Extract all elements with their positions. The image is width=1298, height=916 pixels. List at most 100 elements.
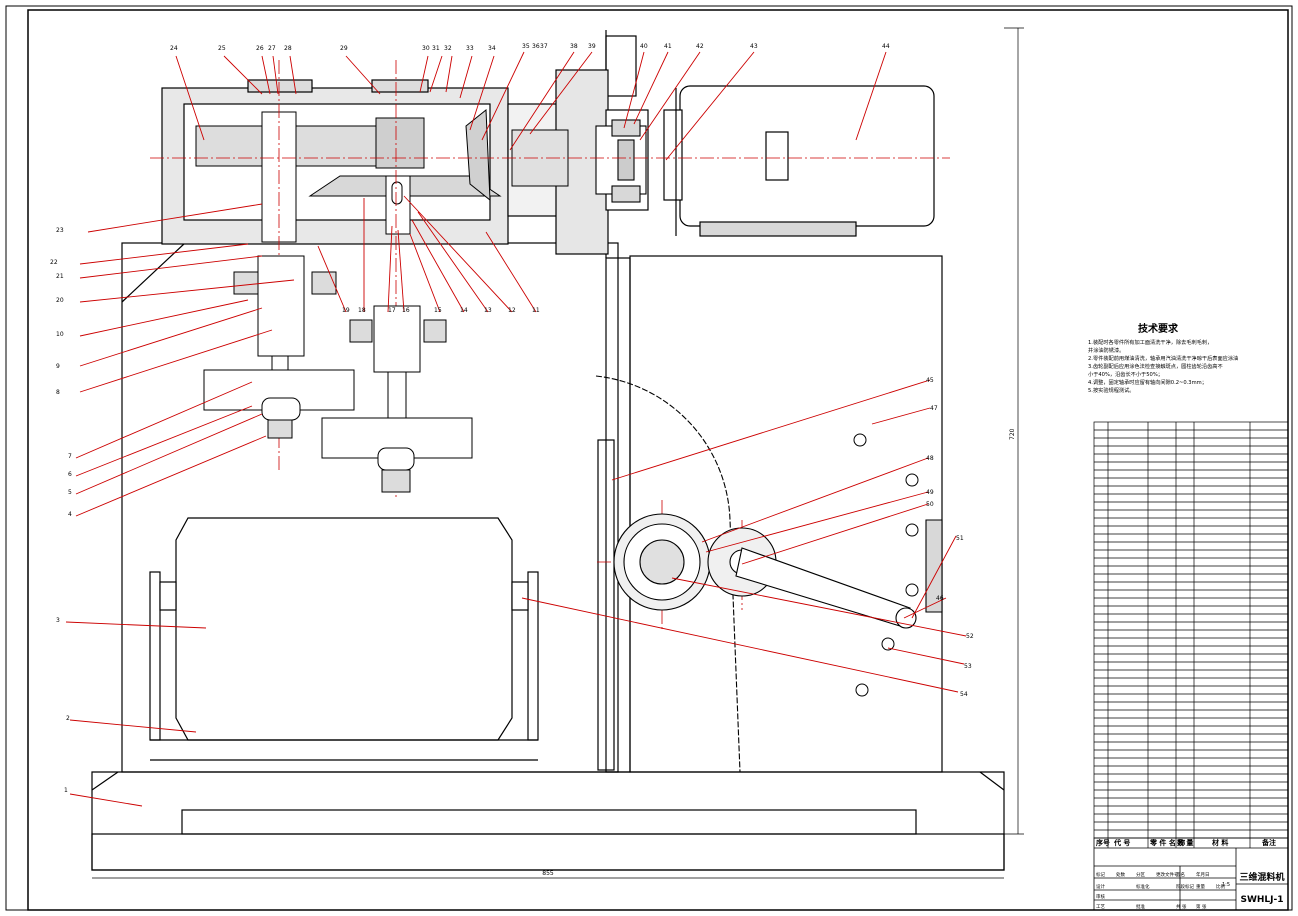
- title-block-cell: 重量: [1196, 883, 1205, 890]
- tech-title: 技术要求: [1138, 322, 1179, 335]
- part-number-label: 33: [466, 45, 474, 52]
- part-number-label: 20: [56, 297, 64, 304]
- title-block-cell: 年月日: [1196, 871, 1210, 878]
- title-block-cell: 审核: [1096, 893, 1105, 900]
- part-number-label: 52: [966, 633, 974, 640]
- part-number-label: 35: [522, 43, 530, 50]
- coupling: [595, 119, 647, 203]
- part-number-label: 38: [570, 43, 578, 50]
- part-number-label: 41: [664, 43, 672, 50]
- part-number-label: 23: [56, 227, 64, 234]
- dim-width: 855: [542, 870, 554, 877]
- part-number-label: 45: [926, 377, 934, 384]
- dimensions: [92, 27, 1024, 879]
- bom-col-qty: 数 量: [1177, 838, 1193, 847]
- part-number-label: 14: [460, 307, 468, 314]
- part-number-label: 42: [696, 43, 704, 50]
- tech-note: 1.装配时各零件所有加工面清洗干净，除去毛刺毛刺，: [1088, 338, 1212, 346]
- tech-note: 小于40%，沿齿长不小于50%；: [1088, 370, 1163, 378]
- part-number-label: 16: [402, 307, 410, 314]
- swing-mechanism: [595, 375, 943, 773]
- part-number-label: 30: [422, 45, 430, 52]
- part-number-label: 27: [268, 45, 276, 52]
- tech-note: 4.调整，固定轴承时应留有轴向间隙0.2~0.3mm；: [1088, 378, 1207, 386]
- title-block-cell: 设计: [1096, 883, 1105, 890]
- stand-holes: [853, 433, 919, 697]
- part-number-label: 4: [68, 511, 72, 518]
- part-number-label: 25: [218, 45, 226, 52]
- part-number-label: 53: [964, 663, 972, 670]
- dim-height: 720: [1009, 428, 1016, 440]
- motor: [663, 85, 935, 237]
- part-number-label: 3: [56, 617, 60, 624]
- leader-lines: [65, 51, 967, 807]
- title-block: [1093, 837, 1289, 911]
- part-number-label: 5: [68, 489, 72, 496]
- part-number-label: 11: [532, 307, 540, 314]
- part-number-label: 9: [56, 363, 60, 370]
- title-block-cell: 比例: [1216, 883, 1225, 890]
- part-number-label: 29: [340, 45, 348, 52]
- part-number-label: 47: [930, 405, 938, 412]
- title-block-cell: 阶段标记: [1176, 883, 1194, 890]
- title-block-cell: 标记: [1096, 871, 1105, 878]
- part-number-label: 37: [540, 43, 548, 50]
- tech-note: 2.零件装配前用煤油清洗，轴承用汽油清洗干净晾干后表面应涂油: [1088, 354, 1238, 362]
- part-number-label: 43: [750, 43, 758, 50]
- part-number-label: 48: [926, 455, 934, 462]
- title-block-cell: 签名: [1176, 871, 1185, 878]
- part-number-label: 28: [284, 45, 292, 52]
- title-block-cell: 标准化: [1136, 883, 1150, 890]
- title-block-cell: 更改文件号: [1156, 871, 1179, 878]
- part-number-label: 39: [588, 43, 596, 50]
- tech-note: 3.齿轮副配后应用涂色法检查接触斑点，圆柱齿轮沿齿高不: [1088, 362, 1223, 370]
- part-number-label: 36: [532, 43, 540, 50]
- part-number-label: 49: [926, 489, 934, 496]
- part-number-label: 21: [56, 273, 64, 280]
- part-number-label: 18: [358, 307, 366, 314]
- tech-note: 5.按实验规程测试。: [1088, 386, 1134, 394]
- title-block-cell: 分区: [1136, 871, 1145, 878]
- bom-header: 序号 代 号 零 件 名 称 数 量 材 料 备注: [1095, 838, 1276, 847]
- part-number-label: 6: [68, 471, 72, 478]
- part-number-label: 13: [484, 307, 492, 314]
- part-number-label: 40: [640, 43, 648, 50]
- part-number-label: 10: [56, 331, 64, 338]
- bom-col-name: 零 件 名 称: [1149, 838, 1185, 847]
- bom-col-note: 备注: [1261, 838, 1276, 847]
- title-block-code: SWHLJ-1: [1240, 895, 1283, 905]
- part-number-label: 32: [444, 45, 452, 52]
- title-block-cell: 共 张: [1176, 903, 1187, 910]
- part-number-label: 26: [256, 45, 264, 52]
- vertical-shaft-left: [203, 255, 355, 439]
- part-number-label: 34: [488, 45, 496, 52]
- part-number-label: 19: [342, 307, 350, 314]
- part-number-label: 51: [956, 535, 964, 542]
- part-number-label: 1: [64, 787, 68, 794]
- part-number-label: 2: [66, 715, 70, 722]
- title-block-cell: 第 张: [1196, 903, 1207, 910]
- part-number-label: 50: [926, 501, 934, 508]
- part-number-label: 54: [960, 691, 968, 698]
- part-number-label: 24: [170, 45, 178, 52]
- bom-table: [1093, 421, 1289, 848]
- bom-col-code: 代 号: [1113, 838, 1130, 847]
- part-number-label: 31: [432, 45, 440, 52]
- part-number-label: 22: [50, 259, 58, 266]
- part-number-label: 7: [68, 453, 72, 460]
- title-block-cells: 标记处数分区更改文件号签名年月日设计标准化阶段标记重量比例审核工艺批准共 张第 …: [1096, 871, 1225, 910]
- title-block-cell: 批准: [1136, 903, 1145, 910]
- title-block-name: 三维混料机: [1239, 871, 1284, 883]
- title-block-scale: 1:5: [1222, 882, 1230, 888]
- part-number-label: 8: [56, 389, 60, 396]
- part-number-label: 17: [388, 307, 396, 314]
- part-number-label: 15: [434, 307, 442, 314]
- title-block-cell: 工艺: [1096, 904, 1105, 910]
- tech-requirements: 技术要求 1.装配时各零件所有加工面清洗干净，除去毛刺毛刺， 并涂油防锈漆。 2…: [1088, 322, 1238, 394]
- part-number-label: 12: [508, 307, 516, 314]
- mixing-drum: [149, 517, 539, 761]
- part-number-label: 44: [882, 43, 890, 50]
- tech-note: 并涂油防锈漆。: [1088, 346, 1124, 354]
